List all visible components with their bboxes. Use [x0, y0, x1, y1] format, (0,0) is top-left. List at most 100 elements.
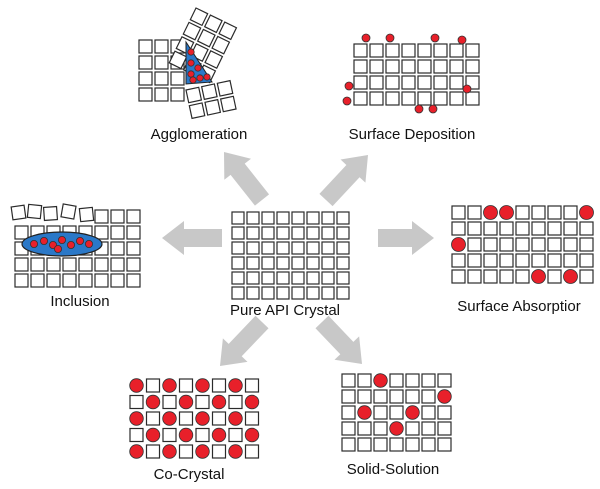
lattice-cell: [78, 206, 95, 223]
lattice-cell: [401, 75, 416, 90]
lattice-cell: [46, 257, 61, 272]
lattice-cell: [110, 225, 125, 240]
lattice-cell: [14, 273, 29, 288]
lattice-cell: [246, 286, 260, 300]
lattice-cell: [321, 256, 335, 270]
lattice-cell: [200, 83, 218, 101]
lattice-cell: [14, 257, 29, 272]
lattice-cell: [467, 253, 482, 268]
lattice-cell: [373, 421, 388, 436]
lattice-cell: [231, 286, 245, 300]
lattice-cell: [62, 257, 77, 272]
lattice-cell: [421, 405, 436, 420]
lattice-cell: [437, 373, 452, 388]
lattice-cell: [531, 205, 546, 220]
dopant-dot: [129, 411, 144, 426]
dopant-dot: [58, 235, 67, 244]
lattice-cell: [547, 237, 562, 252]
lattice-cell: [62, 273, 77, 288]
lattice-cell: [78, 273, 93, 288]
lattice-cell: [579, 253, 594, 268]
lattice-cell: [579, 237, 594, 252]
lattice-cell: [515, 205, 530, 220]
lattice-cell: [261, 286, 275, 300]
dopant-dot: [342, 96, 352, 106]
lattices-layer: [10, 7, 594, 459]
dopant-dot: [195, 444, 210, 459]
dopant-dot: [483, 205, 498, 220]
lattice-cell: [499, 221, 514, 236]
lattice-cell: [154, 55, 169, 70]
lattice-cell: [357, 437, 372, 452]
dopant-dot: [195, 411, 210, 426]
dopant-dot: [187, 48, 195, 56]
lattice-cell: [336, 271, 350, 285]
lattice-cell: [405, 389, 420, 404]
lattice-cell: [437, 437, 452, 452]
lattice-cell: [369, 43, 384, 58]
dopant-dot: [194, 64, 202, 72]
arrow-to-solid-solution: [315, 315, 362, 365]
lattice-cell: [211, 411, 227, 426]
lattice-cell: [531, 221, 546, 236]
lattice-cell: [231, 271, 245, 285]
lattice-cell: [369, 59, 384, 74]
dopant-dot: [357, 405, 372, 420]
lattice-cell: [94, 209, 109, 224]
dopant-dot: [162, 444, 177, 459]
lattice-cell: [78, 257, 93, 272]
dopant-dot: [405, 405, 420, 420]
lattice-cell: [515, 253, 530, 268]
lattice-cell: [211, 35, 231, 55]
dopant-dot: [129, 378, 144, 393]
lattice-cell: [483, 221, 498, 236]
lattice-cell: [110, 209, 125, 224]
lattice-cell: [385, 91, 400, 106]
lattice-cell: [321, 211, 335, 225]
dopant-dot: [211, 427, 227, 443]
lattice-cell: [276, 271, 290, 285]
lattice-cell: [182, 21, 202, 41]
lattice-cell: [129, 394, 144, 410]
dopant-dot: [187, 70, 195, 78]
lattice-cell: [465, 59, 480, 74]
lattice-cell: [515, 237, 530, 252]
lattice-cell: [433, 91, 448, 106]
lattice-cell: [162, 394, 177, 410]
label-solid-solution: Solid-Solution: [347, 461, 440, 478]
lattice-cell: [451, 221, 466, 236]
lattice-cell: [341, 373, 356, 388]
lattice-cell: [389, 389, 404, 404]
lattice-cell: [204, 98, 222, 116]
lattice-cell: [547, 253, 562, 268]
lattice-cell: [336, 286, 350, 300]
lattice-cell: [401, 91, 416, 106]
lattice-cell: [196, 28, 216, 48]
lattice-cell: [405, 373, 420, 388]
lattice-cell: [465, 43, 480, 58]
lattice-cell: [244, 411, 260, 426]
lattice-cell: [336, 226, 350, 240]
label-agglomeration: Agglomeration: [151, 126, 248, 143]
lattice-cell: [465, 91, 480, 106]
lattice-cell: [467, 221, 482, 236]
dopant-dot: [385, 33, 395, 43]
lattice-cell: [138, 87, 153, 102]
lattice-cell: [401, 59, 416, 74]
lattice-cell: [30, 273, 45, 288]
lattice-cell: [261, 256, 275, 270]
label-surface-absorption: Surface Absorptior: [457, 298, 580, 315]
lattice-cell: [110, 241, 125, 256]
lattice-cell: [204, 49, 224, 69]
lattice-solid-solution: [341, 373, 452, 452]
lattice-cell: [373, 437, 388, 452]
lattice-cell: [389, 373, 404, 388]
lattice-cell: [129, 427, 144, 443]
lattice-cell: [515, 221, 530, 236]
lattice-cell: [231, 226, 245, 240]
lattice-cell: [563, 237, 578, 252]
lattice-cell: [341, 421, 356, 436]
dopant-dot: [76, 236, 85, 245]
lattice-agglomeration-rotated-b: [185, 79, 237, 120]
lattice-cell: [261, 226, 275, 240]
